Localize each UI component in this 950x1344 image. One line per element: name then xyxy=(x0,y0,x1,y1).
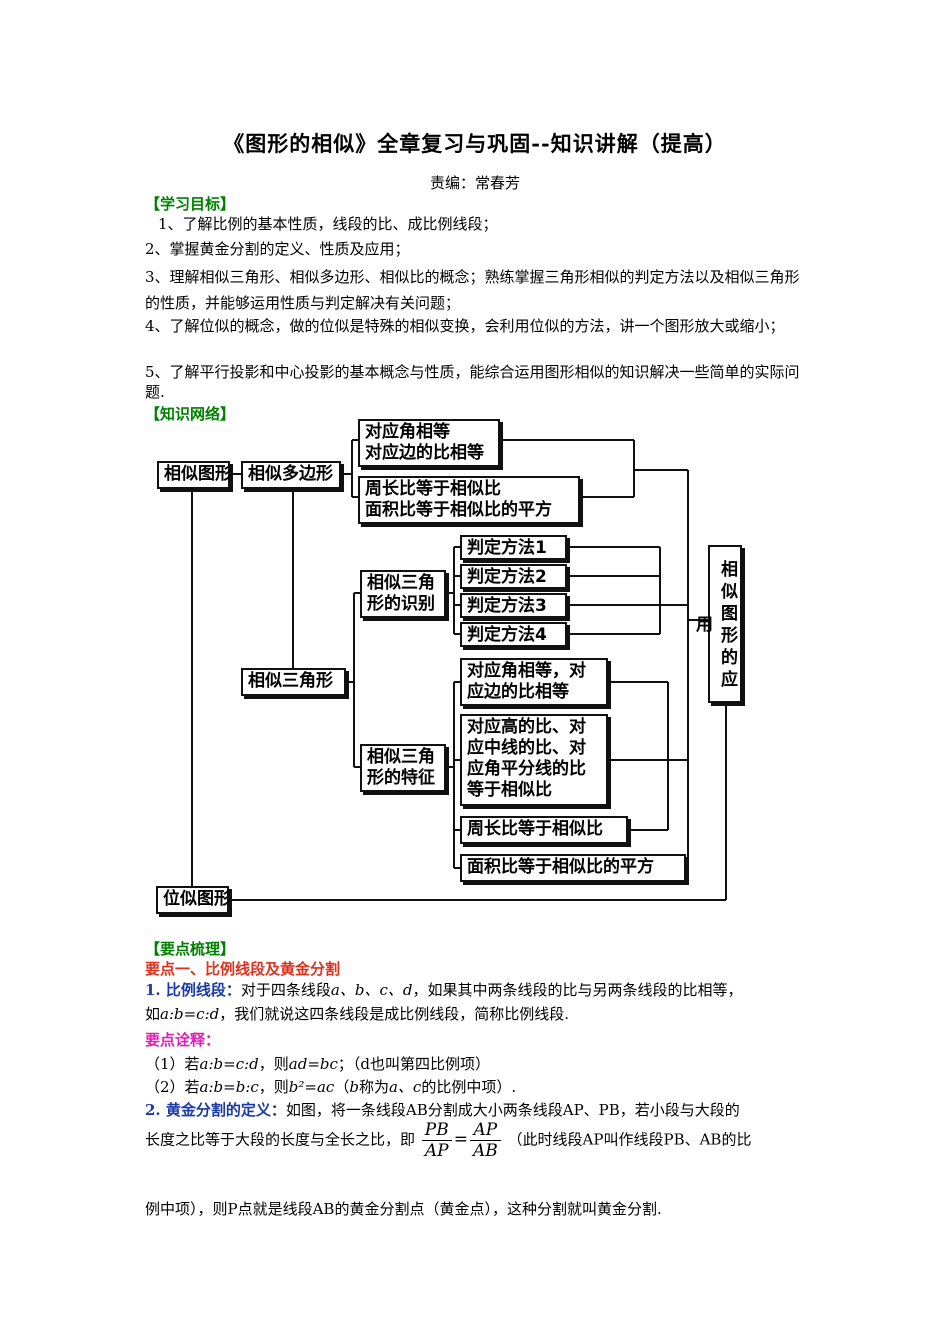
note1-b: ，则 xyxy=(258,1055,289,1073)
goal-item-5: 5、了解平行投影和中心投影的基本概念与性质，能综合运用图形相似的知识解决一些简单… xyxy=(145,363,800,401)
goals-heading: 【学习目标】 xyxy=(145,195,236,213)
node-feature-3: 周长比等于相似比 xyxy=(460,816,628,844)
node-application: 相似图形的应用 xyxy=(692,545,742,703)
tri-features-line-2: 形的特征 xyxy=(367,768,435,788)
note2-ac: a、c xyxy=(388,1078,422,1096)
node-method-1: 判定方法1 xyxy=(460,535,567,560)
definition-2: 2. 黄金分割的定义：如图，将一条线段AB分割成大小两条线段AP、PB，若小段与… xyxy=(145,1100,815,1120)
author-line: 责编：常春芳 xyxy=(429,174,520,192)
def2-label: 2. 黄金分割的定义： xyxy=(145,1101,286,1119)
note1-c: ；（d也叫第四比例项） xyxy=(337,1055,491,1073)
def1-text-b: ，如果其中两条线段的比与另两条线段的比相等， xyxy=(412,981,743,999)
network-heading: 【知识网络】 xyxy=(145,405,236,423)
def1-text-a: 对于四条线段 xyxy=(240,981,331,999)
feature-2-line-4: 等于相似比 xyxy=(467,780,552,800)
node-polygon-prop-2: 周长比等于相似比 面积比等于相似比的平方 xyxy=(358,476,580,524)
frac2-num: AP xyxy=(469,1120,501,1141)
definition-2-line-3: 例中项），则P点就是线段AB的黄金分割点（黄金点），这种分割就叫黄金分割. xyxy=(145,1200,662,1218)
note-2: （2）若a:b=b:c，则b²=ac（b称为a、c的比例中项）. xyxy=(145,1077,810,1097)
goal-item-2: 2、掌握黄金分割的定义、性质及应用； xyxy=(145,240,410,258)
goal-item-1: 1、了解比例的基本性质，线段的比、成比例线段； xyxy=(158,215,498,233)
def1-line2-a: 如 xyxy=(145,1005,161,1023)
note2-a: （2）若 xyxy=(145,1078,200,1096)
def1-line2-eq: a:b=c:d xyxy=(160,1005,220,1023)
def1-line2-b: ，我们就说这四条线段是成比例线段，简称比例线段. xyxy=(219,1005,570,1023)
node-method-4: 判定方法4 xyxy=(460,622,567,647)
note2-eq: a:b=b:c xyxy=(199,1078,259,1096)
tri-identify-line-1: 相似三角 xyxy=(367,573,435,593)
feature-1-line-2: 应边的比相等 xyxy=(467,682,569,702)
feature-2-line-1: 对应高的比、对 xyxy=(467,717,586,737)
node-method-2: 判定方法2 xyxy=(460,564,567,589)
poly-prop-1-line-2: 对应边的比相等 xyxy=(365,443,484,463)
def2-line2-b: （此时线段AP叫作线段PB、AB的比 xyxy=(507,1130,752,1149)
frac1-den: AP xyxy=(424,1141,449,1161)
node-triangle-features: 相似三角 形的特征 xyxy=(360,744,446,792)
note1-eq: a:b=c:d xyxy=(199,1055,259,1073)
def2-line2-a: 长度之比等于大段的长度与全长之比，即 xyxy=(145,1130,416,1149)
node-feature-2: 对应高的比、对 应中线的比、对 应角平分线的比 等于相似比 xyxy=(460,714,608,806)
node-similar-triangles: 相似三角形 xyxy=(241,668,346,696)
definition-1-line-2: 如a:b=c:d，我们就说这四条线段是成比例线段，简称比例线段. xyxy=(145,1004,810,1024)
node-similar-polygons: 相似多边形 xyxy=(241,461,341,489)
def1-vars: a、b、c、d xyxy=(330,981,413,999)
note1-a: （1）若 xyxy=(145,1055,200,1073)
note-1: （1）若a:b=c:d，则ad=bc；（d也叫第四比例项） xyxy=(145,1054,810,1074)
feature-2-line-3: 应角平分线的比 xyxy=(467,759,586,779)
note2-c: （ xyxy=(334,1078,350,1096)
points-heading: 【要点梳理】 xyxy=(145,940,236,958)
note1-eq2: ad=bc xyxy=(288,1055,338,1073)
point-1-title: 要点一、比例线段及黄金分割 xyxy=(145,960,341,978)
tri-features-line-1: 相似三角 xyxy=(367,747,435,767)
note2-eq2: b²=ac xyxy=(288,1078,335,1096)
definition-1: 1. 比例线段：对于四条线段a、b、c、d，如果其中两条线段的比与另两条线段的比… xyxy=(145,980,815,1000)
note2-d: 称为 xyxy=(358,1078,389,1096)
feature-1-line-1: 对应角相等，对 xyxy=(467,661,586,681)
frac-equals: = xyxy=(453,1129,468,1150)
tri-identify-line-2: 形的识别 xyxy=(367,594,435,614)
node-polygon-prop-1: 对应角相等 对应边的比相等 xyxy=(358,419,500,467)
feature-2-line-2: 应中线的比、对 xyxy=(467,738,586,758)
note2-e: 的比例中项）. xyxy=(421,1078,517,1096)
note2-b-var: b xyxy=(349,1078,359,1096)
frac2-den: AB xyxy=(472,1141,498,1161)
node-similar-figures: 相似图形 xyxy=(157,461,232,489)
node-triangle-identification: 相似三角 形的识别 xyxy=(360,570,446,618)
page-title: 《图形的相似》全章复习与巩固--知识讲解（提高） xyxy=(223,131,727,156)
poly-prop-2-line-2: 面积比等于相似比的平方 xyxy=(365,500,552,520)
poly-prop-2-line-1: 周长比等于相似比 xyxy=(365,479,501,499)
goal-item-3: 3、理解相似三角形、相似多边形、相似比的概念；熟练掌握三角形相似的判定方法以及相… xyxy=(145,268,800,312)
goal-item-4: 4、了解位似的概念，做的位似是特殊的相似变换，会利用位似的方法，讲一个图形放大或… xyxy=(145,317,785,335)
note2-b: ，则 xyxy=(258,1078,289,1096)
def2-text: 如图，将一条线段AB分割成大小两条线段AP、PB，若小段与大段的 xyxy=(285,1101,740,1119)
node-feature-1: 对应角相等，对 应边的比相等 xyxy=(460,658,608,706)
poly-prop-1-line-1: 对应角相等 xyxy=(365,422,450,442)
node-feature-4: 面积比等于相似比的平方 xyxy=(460,854,686,882)
node-method-3: 判定方法3 xyxy=(460,593,567,618)
frac1-num: PB xyxy=(421,1120,452,1141)
node-homothety: 位似图形 xyxy=(156,886,231,914)
note-label: 要点诠释： xyxy=(145,1031,221,1049)
def1-label: 1. 比例线段： xyxy=(145,981,241,999)
